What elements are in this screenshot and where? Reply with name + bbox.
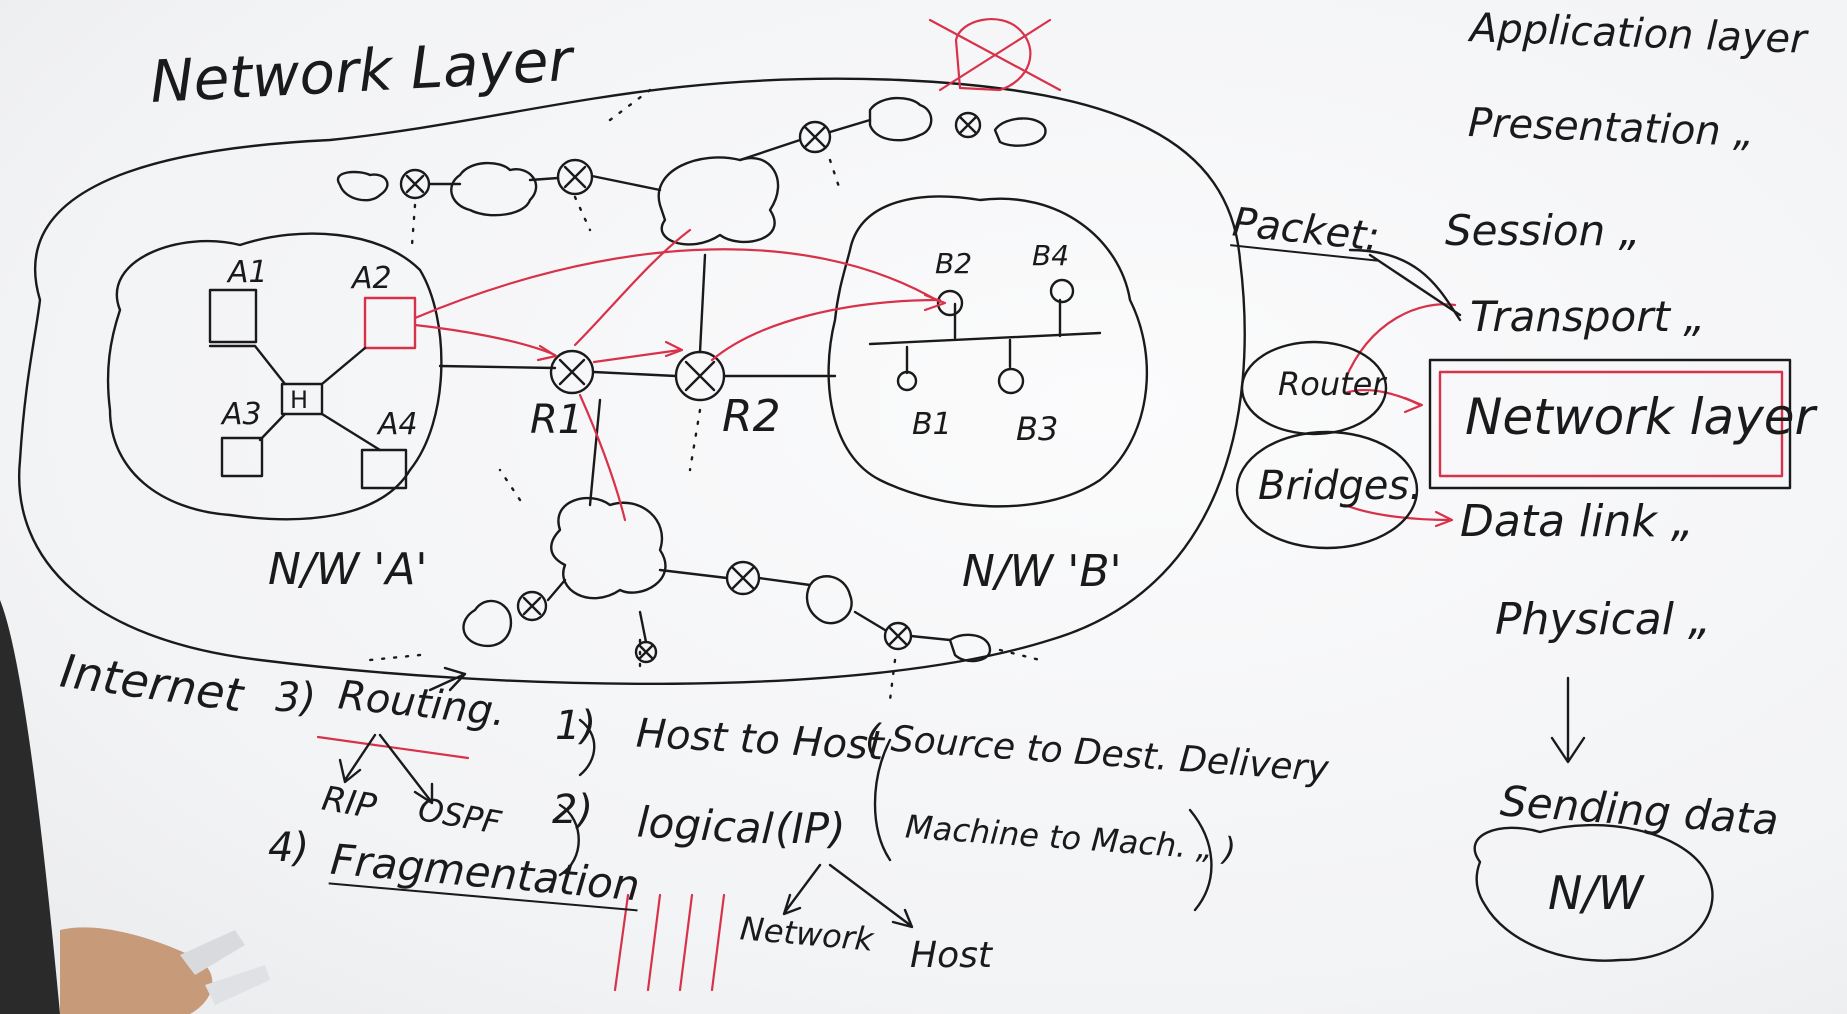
bridges-label: Bridges. bbox=[1258, 463, 1422, 509]
sending-cloud-label: N/W bbox=[1548, 866, 1644, 920]
network-a-label: N/W 'A' bbox=[268, 544, 428, 595]
hub-label: H bbox=[290, 386, 309, 414]
sending-cloud bbox=[1473, 823, 1714, 962]
host-a2-label: A2 bbox=[352, 261, 392, 296]
routers-label: Router bbox=[1278, 365, 1386, 403]
osi-physical: Physical „ bbox=[1495, 594, 1711, 645]
host-a1-box bbox=[208, 288, 258, 344]
rip-label: RIP bbox=[318, 778, 380, 828]
osi-transport: Transport „ bbox=[1470, 292, 1706, 341]
ip-label: (IP) bbox=[775, 804, 846, 853]
host-a1-label: A1 bbox=[228, 255, 268, 290]
osi-data-link: Data link „ bbox=[1460, 496, 1694, 547]
osi-application: Application layer bbox=[1469, 5, 1808, 63]
host-b1-label: B1 bbox=[912, 407, 952, 442]
presenter-hand bbox=[0, 600, 270, 1014]
host-a3-box bbox=[220, 436, 264, 478]
host-part-label: Host bbox=[910, 935, 992, 976]
osi-network-layer: Network layer bbox=[1465, 388, 1816, 446]
host-b4-label: B4 bbox=[1032, 239, 1070, 272]
function-2-number: 2) bbox=[552, 787, 594, 833]
host-a3-label: A3 bbox=[222, 397, 262, 432]
host-a4-label: A4 bbox=[378, 407, 418, 442]
internet-boundary bbox=[17, 77, 1246, 686]
function-4-number: 4) bbox=[268, 825, 310, 871]
host-b3-label: B3 bbox=[1016, 410, 1059, 448]
host-a4-box bbox=[360, 448, 408, 490]
osi-session: Session „ bbox=[1445, 206, 1641, 255]
host-a2-box bbox=[363, 296, 417, 350]
hub-box bbox=[280, 382, 324, 416]
cloud-top-center bbox=[657, 156, 780, 246]
bridges-ellipse bbox=[1235, 430, 1419, 550]
logical-label: logical bbox=[635, 797, 775, 854]
network-a-cloud bbox=[106, 232, 443, 521]
network-b-label: N/W 'B' bbox=[962, 546, 1122, 597]
function-1-number: 1) bbox=[555, 703, 597, 749]
router-r1-label: R1 bbox=[530, 397, 584, 443]
function-3-number: 3) bbox=[275, 675, 317, 721]
network-layer-outer-box bbox=[1428, 358, 1792, 490]
host-b2-label: B2 bbox=[935, 247, 973, 280]
cloud-bottom-center bbox=[550, 496, 667, 600]
routers-ellipse bbox=[1240, 340, 1388, 436]
network-b-cloud bbox=[827, 195, 1148, 508]
osi-presentation: Presentation „ bbox=[1467, 100, 1755, 156]
network-layer-red-box bbox=[1438, 370, 1784, 478]
router-r2-label: R2 bbox=[722, 391, 781, 442]
